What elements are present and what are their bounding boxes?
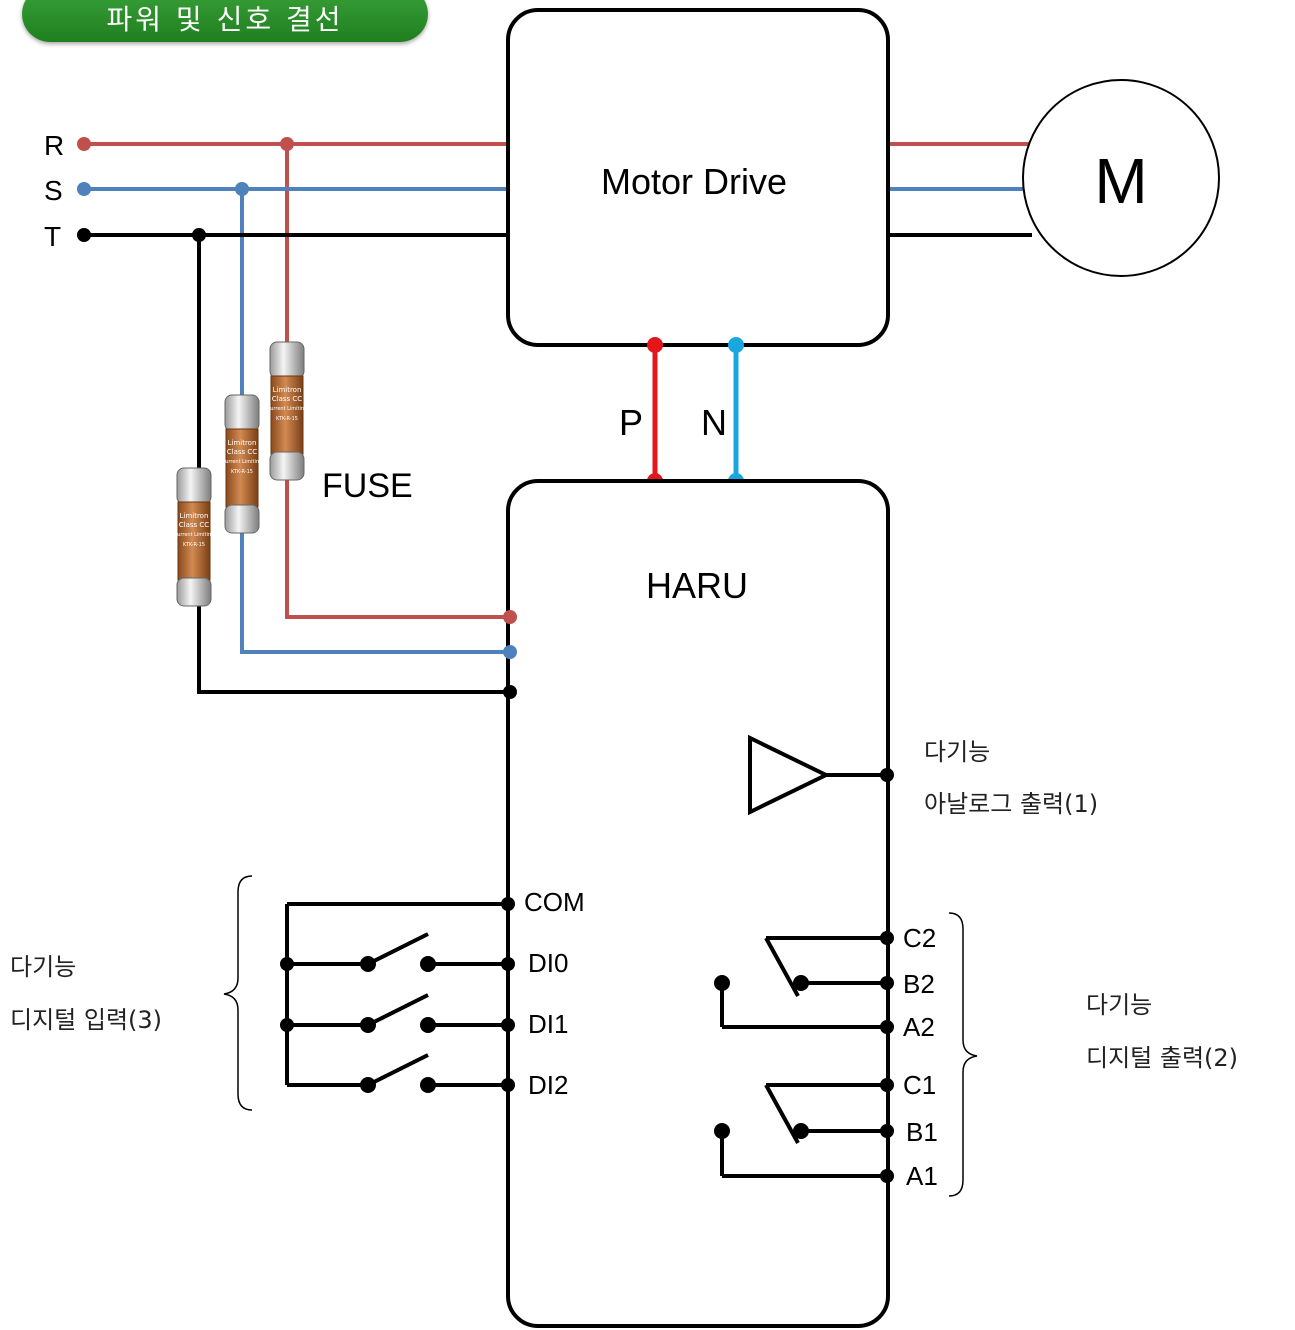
r-phase-wiring bbox=[84, 142, 1030, 619]
fuse-s-print-2: Class CC bbox=[227, 448, 258, 456]
terminal-b1: B1 bbox=[906, 1117, 938, 1147]
phase-s-label: S bbox=[44, 175, 63, 206]
motor-label: M bbox=[1094, 145, 1147, 217]
terminal-c2: C2 bbox=[903, 923, 936, 953]
analog-output-label-1: 다기능 bbox=[924, 738, 990, 766]
terminal-di2: DI2 bbox=[528, 1070, 568, 1100]
t-terminal bbox=[77, 228, 91, 242]
digital-input-wiring bbox=[285, 902, 508, 1087]
fuse-t-print-1: Limitron bbox=[180, 512, 209, 520]
n-bus-label: N bbox=[701, 402, 727, 443]
haru-label: HARU bbox=[646, 565, 748, 606]
digital-input-label-1: 다기능 bbox=[10, 953, 76, 981]
diagram-title: 파워 및 신호 결선 bbox=[106, 3, 344, 36]
fuse-r-print-2: Class CC bbox=[272, 395, 303, 403]
analog-output-label-2: 아날로그 출력(1) bbox=[924, 790, 1098, 818]
fuse-t-print-3: Current Limiting bbox=[174, 532, 215, 538]
fuse-r-print-3: Current Limiting bbox=[267, 406, 308, 412]
digital-input-brace bbox=[223, 875, 253, 1111]
terminal-a2: A2 bbox=[903, 1012, 935, 1042]
title-badge: 파워 및 신호 결선 bbox=[22, 0, 428, 42]
motor-circle bbox=[1022, 79, 1220, 277]
p-bus-top-dot bbox=[647, 337, 663, 353]
relay-output-nodes bbox=[714, 931, 894, 1183]
n-bus-top-dot bbox=[728, 337, 744, 353]
fuse-t-print-4: KTK-R-15 bbox=[183, 542, 205, 548]
fuse-s-print-1: Limitron bbox=[228, 439, 257, 447]
s-junction bbox=[235, 182, 249, 196]
fuse-t: Limitron Class CC Current Limiting KTK-R… bbox=[174, 467, 215, 607]
haru-t-input bbox=[503, 685, 517, 699]
s-phase-wiring bbox=[84, 187, 1024, 654]
terminal-com: COM bbox=[524, 887, 585, 917]
digital-output-label-2: 디지털 출력(2) bbox=[1086, 1044, 1238, 1072]
digital-input-nodes bbox=[280, 897, 515, 1093]
haru-s-input bbox=[503, 645, 517, 659]
haru-r-input bbox=[503, 610, 517, 624]
fuse-s-print-4: KTK-R-15 bbox=[231, 469, 253, 475]
digital-output-label-1: 다기능 bbox=[1086, 991, 1152, 1019]
fuse-r: Limitron Class CC Current Limiting KTK-R… bbox=[267, 341, 308, 481]
digital-input-label-2: 디지털 입력(3) bbox=[10, 1006, 162, 1034]
terminal-c1: C1 bbox=[903, 1070, 936, 1100]
terminal-di0: DI0 bbox=[528, 948, 568, 978]
fuse-s-print-3: Current Limiting bbox=[222, 459, 263, 465]
fuse-label: FUSE bbox=[322, 467, 413, 505]
terminal-b2: B2 bbox=[903, 969, 935, 999]
r-terminal bbox=[77, 137, 91, 151]
digital-output-brace bbox=[948, 912, 978, 1197]
r-junction bbox=[280, 137, 294, 151]
t-phase-wiring bbox=[84, 233, 1032, 694]
motor-drive-box bbox=[506, 8, 890, 347]
phase-r-label: R bbox=[44, 130, 64, 161]
phase-t-label: T bbox=[44, 221, 61, 252]
terminal-di1: DI1 bbox=[528, 1009, 568, 1039]
terminal-a1: A1 bbox=[906, 1161, 938, 1191]
fuse-s: Limitron Class CC Current Limiting KTK-R… bbox=[222, 394, 263, 534]
fuse-r-print-4: KTK-R-15 bbox=[276, 416, 298, 422]
analog-output-buffer bbox=[748, 734, 894, 816]
s-terminal bbox=[77, 182, 91, 196]
motor-drive-label: Motor Drive bbox=[601, 161, 787, 202]
p-bus-label: P bbox=[619, 402, 643, 443]
t-junction bbox=[192, 228, 206, 242]
fuse-t-print-2: Class CC bbox=[179, 521, 210, 529]
fuse-r-print-1: Limitron bbox=[273, 386, 302, 394]
